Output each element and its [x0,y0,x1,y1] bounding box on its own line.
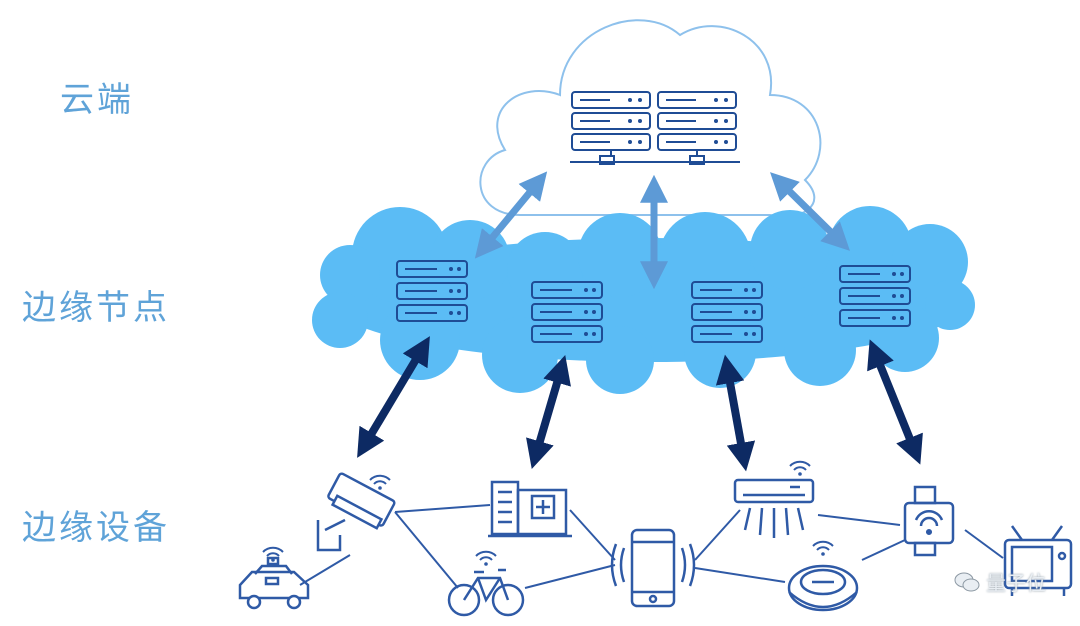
cloud-edge-arrow-3 [770,172,850,251]
vacuum-wifi-icon [812,540,834,557]
camera-wifi-icon [369,474,391,491]
cloud-server-rack [570,91,740,165]
edge-device-arrow-2 [526,354,571,470]
edge-device-arrow-4 [867,339,923,465]
taxi-icon [238,556,310,610]
device-network-links [299,504,1004,589]
hospital-icon [488,480,572,538]
bicycle-icon [447,568,525,617]
smartphone-icon [610,528,696,608]
tier-label-edge-devices: 边缘设备 [22,508,170,548]
tier-label-cloud: 云端 [60,80,134,120]
cloud-edge-arrow-1 [474,171,548,259]
smartwatch-icon [903,485,955,557]
tier-label-edge-nodes: 边缘节点 [22,288,170,328]
wechat-icon [954,572,980,591]
robot-vacuum-icon [787,564,859,612]
taxi-wifi-icon [262,546,284,563]
ac-wifi-icon [789,460,811,477]
watermark: 量子位 [954,567,1046,596]
bicycle-wifi-icon [475,550,497,567]
camera-icon [316,472,396,552]
watermark-text: 量子位 [986,571,1046,595]
air-conditioner-icon [733,478,815,538]
edge-device-arrow-1 [357,336,430,458]
edge-device-arrow-3 [715,354,756,472]
tv-icon [1003,525,1073,596]
